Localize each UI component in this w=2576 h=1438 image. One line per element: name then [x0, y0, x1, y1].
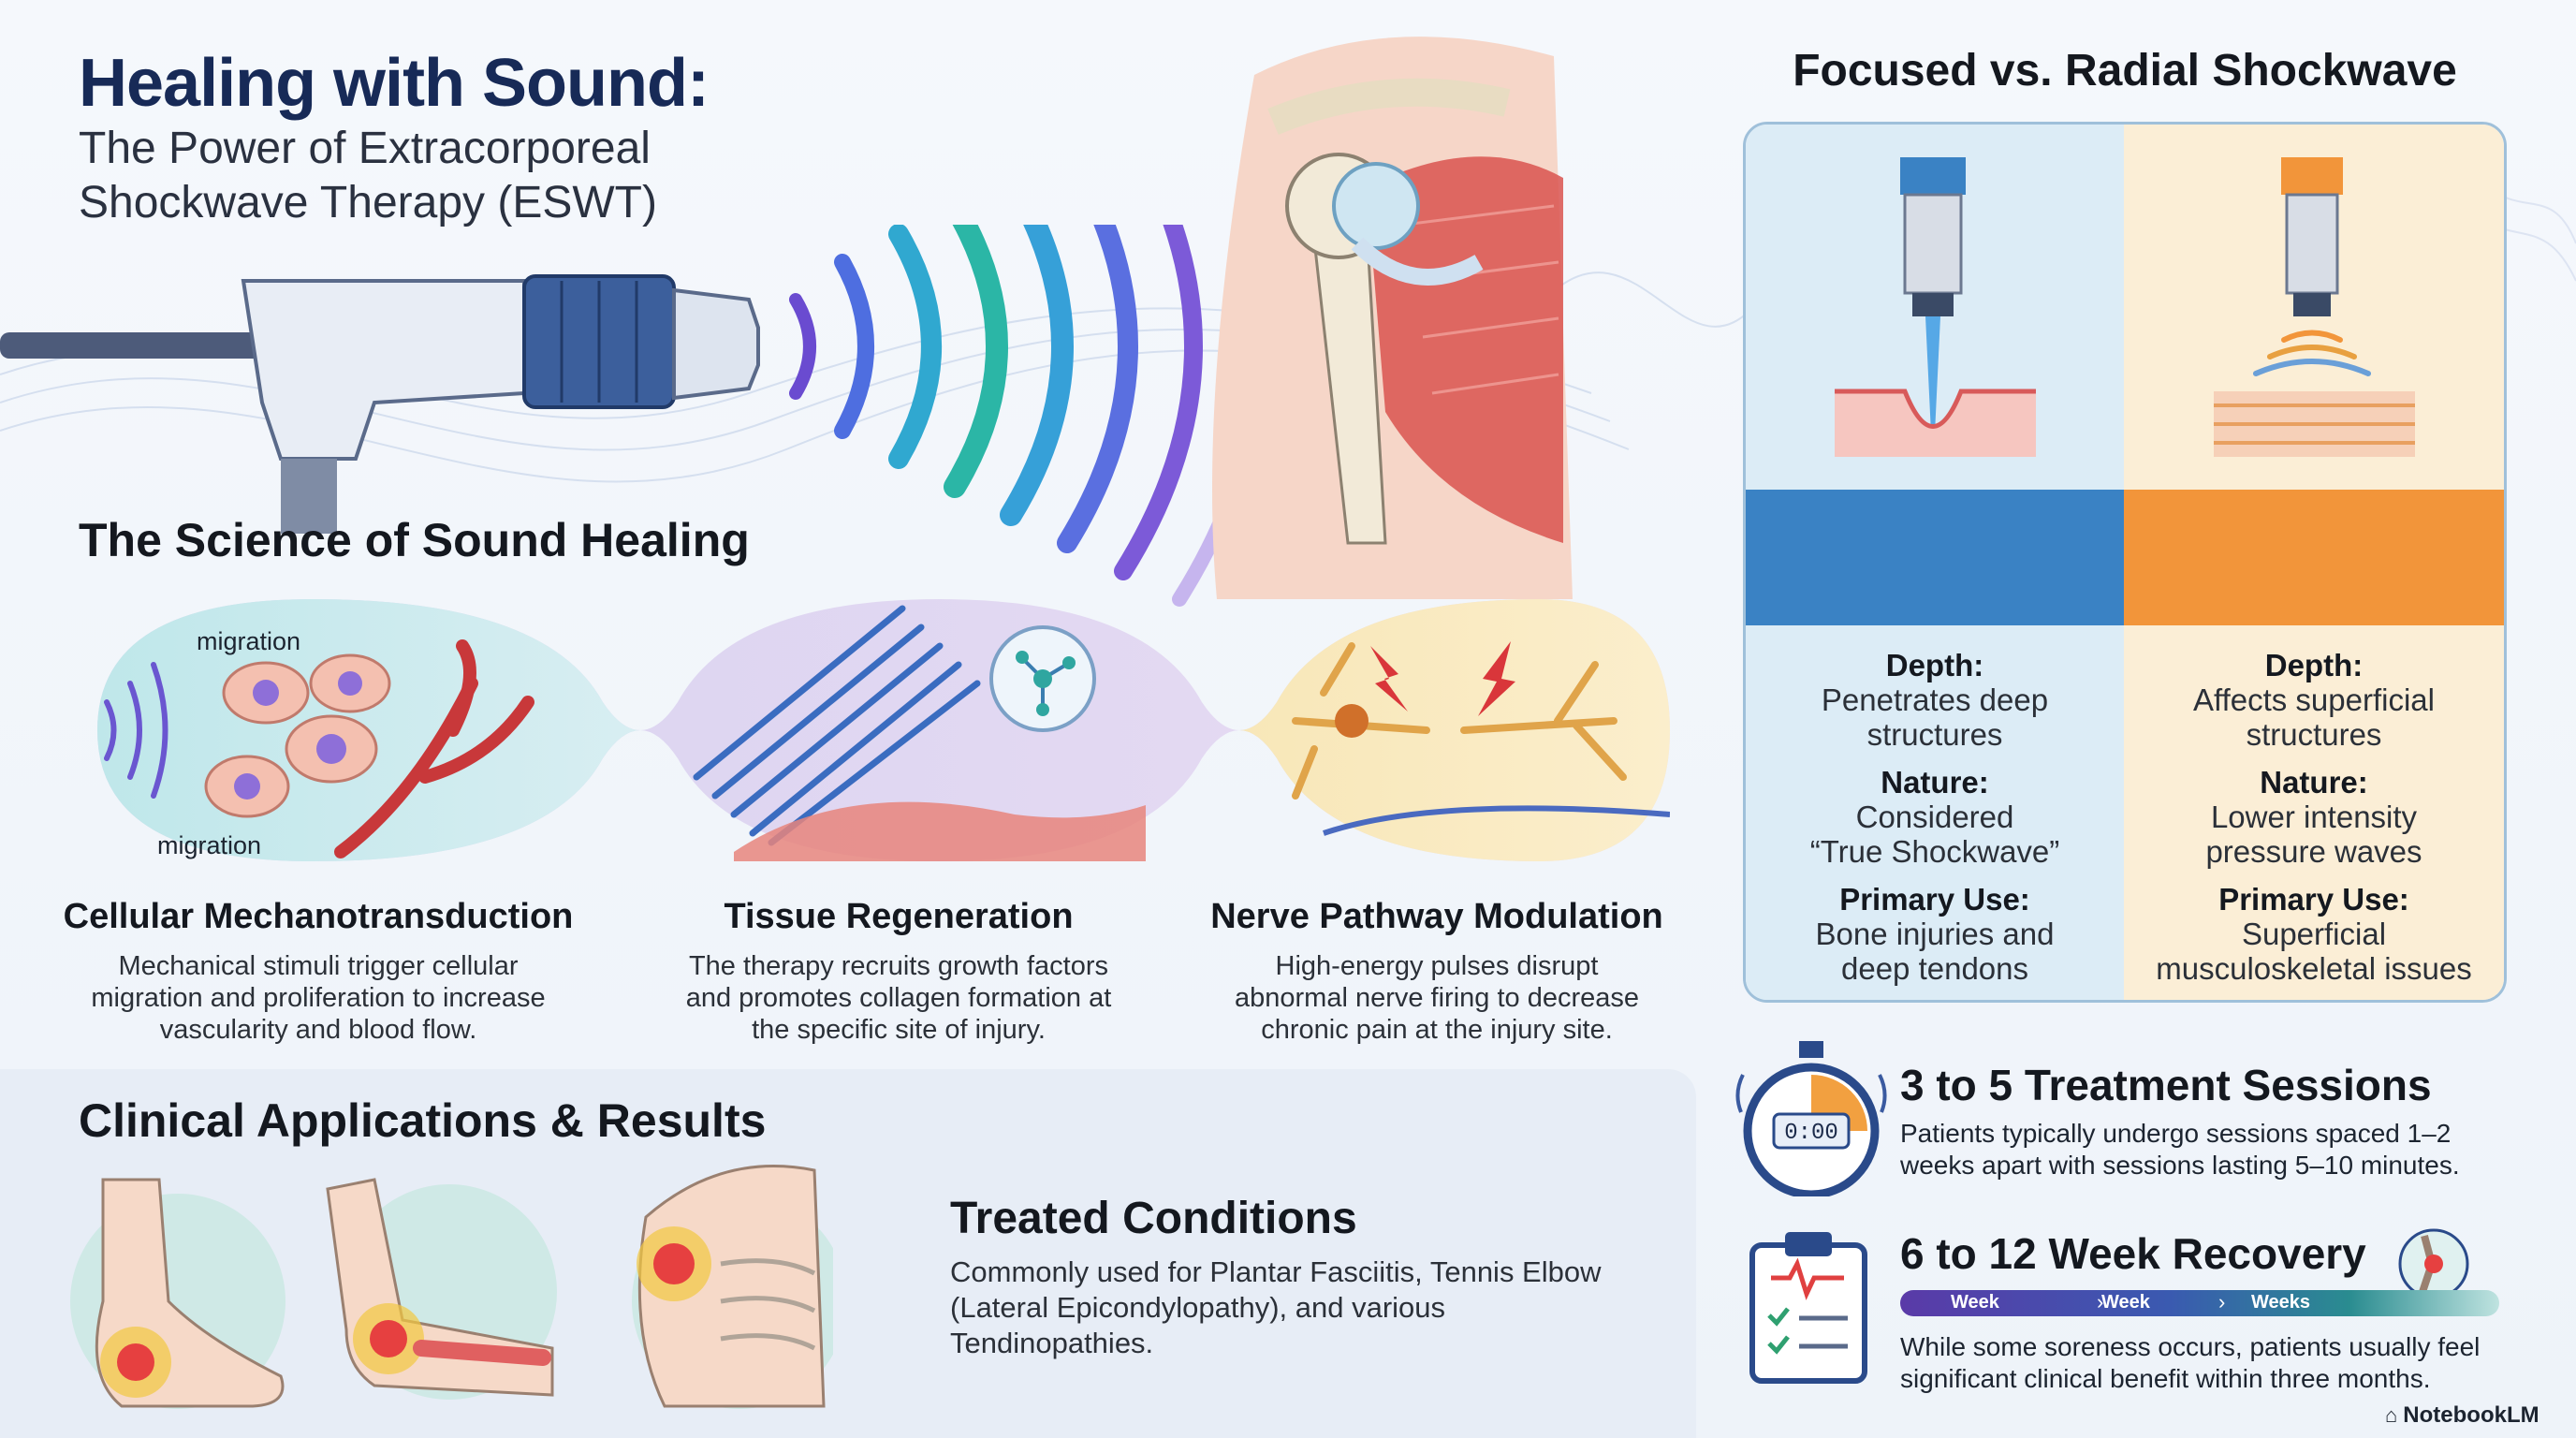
- science-panels: [97, 599, 1670, 861]
- subtitle-line-1: The Power of Extracorporeal: [79, 124, 651, 173]
- timeline-label-2: Week: [2101, 1292, 2150, 1313]
- migration-label-bottom: migration: [157, 831, 262, 859]
- science-card-nerve-modulation: Nerve Pathway Modulation High-energy pul…: [1189, 897, 1685, 1046]
- timeline-chevron-icon: ›: [2097, 1290, 2104, 1313]
- comparison-heading: Focused vs. Radial Shockwave: [1793, 46, 2457, 95]
- use-label: Primary Use:: [2218, 882, 2409, 917]
- depth-label: Depth:: [1885, 648, 1984, 682]
- timeline-chevron-icon: ›: [2218, 1290, 2226, 1313]
- focused-color-band: [1746, 490, 2124, 625]
- timeline-label-1: Week: [1951, 1292, 1999, 1313]
- science-card-mechanotransduction: Cellular Mechanotransduction Mechanical …: [56, 897, 580, 1046]
- treated-conditions-text: Commonly used for Plantar Fasciitis, Ten…: [950, 1255, 1602, 1359]
- applicator-illustrations: [1835, 157, 2415, 457]
- condition-illustrations: [70, 1165, 833, 1409]
- card-title: Tissue Regeneration: [724, 897, 1074, 936]
- science-card-tissue-regeneration: Tissue Regeneration The therapy recruits…: [618, 897, 1179, 1046]
- recovery-timeline-bar: Week › Week › Weeks: [1900, 1290, 2499, 1316]
- sessions-text: Patients typically undergo sessions spac…: [1900, 1119, 2460, 1180]
- shoulder-anatomy-illustration: [1212, 37, 1573, 599]
- eswt-device-illustration: [0, 225, 1266, 607]
- nature-label: Nature:: [2260, 765, 2368, 800]
- treated-conditions-title: Treated Conditions: [950, 1194, 1357, 1243]
- sessions-title: 3 to 5 Treatment Sessions: [1900, 1061, 2432, 1109]
- brand-label: NotebookLM: [2403, 1402, 2539, 1428]
- depth-label: Depth:: [2264, 648, 2364, 682]
- subtitle-line-2: Shockwave Therapy (ESWT): [79, 178, 657, 227]
- recovery-text: While some soreness occurs, patients usu…: [1900, 1332, 2481, 1393]
- page-subtitle: The Power of Extracorporeal Shockwave Th…: [79, 122, 753, 230]
- science-heading: The Science of Sound Healing: [79, 514, 750, 566]
- timer-display-text: 0:00: [1784, 1121, 1838, 1146]
- recovery-title: 6 to 12 Week Recovery: [1900, 1229, 2366, 1278]
- knee-joint-icon: [2398, 1228, 2469, 1299]
- timeline-label-3: Weeks: [2251, 1292, 2311, 1313]
- migration-label-top: migration: [197, 627, 301, 655]
- clinical-panel: [0, 1069, 1696, 1438]
- clinical-heading: Clinical Applications & Results: [79, 1094, 767, 1147]
- clipboard-icon: [1749, 1232, 1867, 1384]
- stopwatch-icon: 0:00: [1735, 1041, 1887, 1196]
- page-title: Healing with Sound:: [79, 46, 710, 121]
- use-label: Primary Use:: [1839, 882, 2030, 917]
- notebooklm-brand: ⌂NotebookLM: [2385, 1402, 2539, 1429]
- card-title: Cellular Mechanotransduction: [63, 897, 574, 936]
- nature-label: Nature:: [1881, 765, 1989, 800]
- card-title: Nerve Pathway Modulation: [1210, 897, 1663, 936]
- notebooklm-logo-icon: ⌂: [2385, 1403, 2398, 1427]
- radial-color-band: [2124, 490, 2504, 625]
